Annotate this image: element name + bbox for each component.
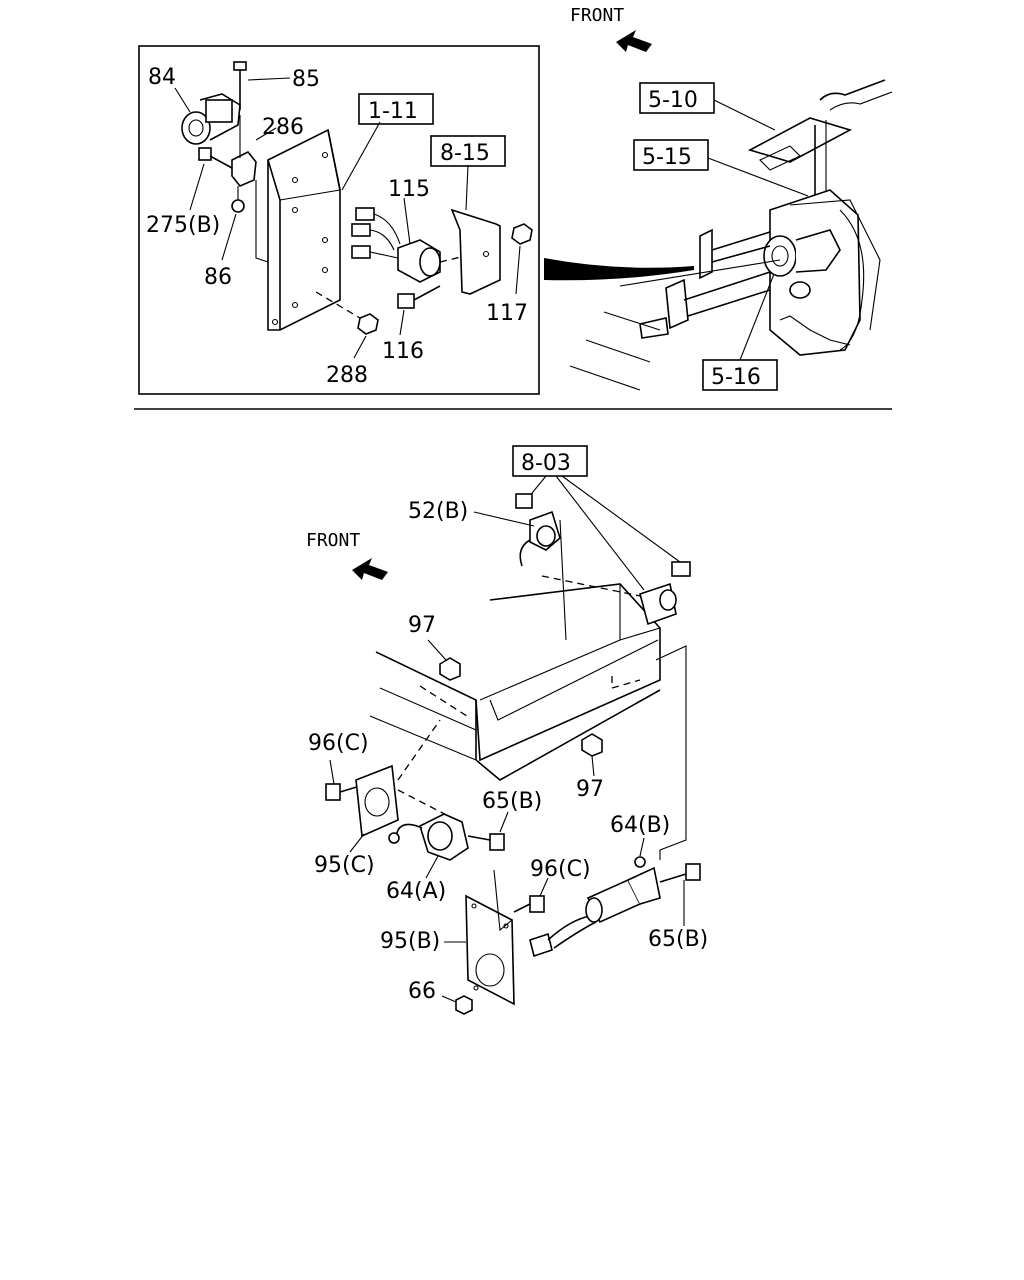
part-64a-switch bbox=[388, 813, 469, 861]
label-65b-right: 65(B) bbox=[648, 927, 708, 952]
label-288: 288 bbox=[326, 363, 368, 388]
label-66: 66 bbox=[408, 979, 436, 1004]
engine-assembly bbox=[569, 79, 893, 391]
ref-1-11: 1-11 bbox=[368, 99, 418, 124]
label-85: 85 bbox=[292, 67, 320, 92]
label-97-lower: 97 bbox=[576, 777, 604, 802]
label-64a: 64(A) bbox=[386, 879, 446, 904]
detail-pointer bbox=[544, 258, 694, 281]
label-65b-mid: 65(B) bbox=[482, 789, 542, 814]
part-115-connector bbox=[355, 207, 375, 221]
frame-rail bbox=[369, 519, 691, 860]
part-66-nut bbox=[455, 995, 473, 1015]
ref-5-16: 5-16 bbox=[711, 365, 761, 390]
inset-frame bbox=[138, 45, 540, 395]
part-86-nut bbox=[231, 199, 245, 213]
part-84-knob bbox=[181, 111, 211, 145]
ref-5-10: 5-10 bbox=[648, 88, 698, 113]
ref-box-5-15 bbox=[633, 139, 709, 171]
part-95c-plate bbox=[355, 764, 399, 838]
front-arrow-icon bbox=[616, 30, 652, 52]
part-65b-bolt-right bbox=[685, 863, 701, 881]
label-115: 115 bbox=[388, 177, 430, 202]
label-97-upper: 97 bbox=[408, 613, 436, 638]
label-96c-left: 96(C) bbox=[308, 731, 369, 756]
label-95c: 95(C) bbox=[314, 853, 375, 878]
label-96c-right: 96(C) bbox=[530, 857, 591, 882]
part-8-15-plate bbox=[450, 208, 501, 295]
label-116: 116 bbox=[382, 339, 424, 364]
part-64b-switch bbox=[529, 856, 661, 958]
part-288-nut bbox=[357, 313, 379, 335]
label-64b: 64(B) bbox=[610, 813, 670, 838]
ref-5-15: 5-15 bbox=[642, 145, 692, 170]
front-label-top: FRONT bbox=[570, 5, 624, 26]
ref-box-5-10 bbox=[639, 82, 715, 114]
part-95b-plate bbox=[465, 894, 515, 1006]
label-275b: 275(B) bbox=[146, 213, 220, 238]
part-96c-bolt-left bbox=[325, 783, 341, 801]
ref-box-8-15 bbox=[430, 135, 506, 167]
part-85-bolt bbox=[233, 61, 247, 71]
label-84: 84 bbox=[148, 65, 176, 90]
ref-8-15: 8-15 bbox=[440, 141, 490, 166]
part-52b-sensor bbox=[515, 493, 561, 567]
front-arrow-icon-bottom bbox=[352, 558, 388, 580]
part-275b-bolt bbox=[198, 147, 212, 161]
part-65b-bolt-mid bbox=[489, 833, 505, 851]
part-116-bolt bbox=[397, 293, 415, 309]
front-label-bottom: FRONT bbox=[306, 530, 360, 551]
part-117-nut bbox=[511, 223, 533, 245]
label-86: 86 bbox=[204, 265, 232, 290]
label-286: 286 bbox=[262, 115, 304, 140]
part-286-clip bbox=[231, 150, 257, 187]
ref-box-1-11 bbox=[358, 93, 434, 125]
label-117: 117 bbox=[486, 301, 528, 326]
part-97-nut-lower bbox=[581, 733, 603, 757]
part-97-nut-upper bbox=[439, 657, 461, 681]
part-96c-bolt-right bbox=[529, 895, 545, 913]
ref-8-03: 8-03 bbox=[521, 451, 571, 476]
label-52b: 52(B) bbox=[408, 499, 468, 524]
ref-box-8-03 bbox=[512, 445, 588, 477]
bolt-8-03 bbox=[671, 561, 691, 577]
label-95b: 95(B) bbox=[380, 929, 440, 954]
